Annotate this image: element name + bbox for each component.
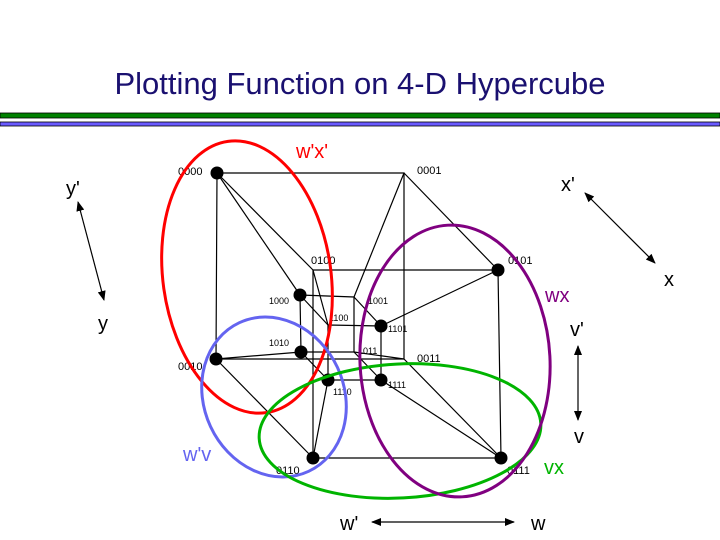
title-rule-purple: [0, 121, 720, 127]
label-1011: 1011: [358, 346, 377, 356]
dot-0010: [209, 352, 223, 366]
dot-0101: [491, 263, 505, 277]
dot-1000: [293, 288, 307, 302]
dot-1010: [294, 345, 308, 359]
label-1010: 1010: [269, 338, 289, 348]
dot-0110: [306, 451, 320, 465]
label-1110: 1110: [333, 387, 352, 397]
dot-1111: [374, 373, 388, 387]
group-label-red: w'x': [295, 141, 328, 163]
groupings: [160, 139, 552, 500]
minterm-dots: [209, 166, 508, 465]
label-1101: 1101: [388, 324, 407, 334]
group-ellipse-blue: [200, 315, 348, 479]
x-axis-arrow: [584, 192, 656, 264]
label-1100: 1100: [329, 313, 348, 323]
label-0100: 0100: [311, 255, 335, 267]
label-1001: 1001: [368, 296, 388, 306]
label-0001: 0001: [417, 165, 441, 177]
group-label-blue: w'v: [182, 444, 211, 466]
dot-0000: [210, 166, 224, 180]
label-0011: 0011: [417, 353, 441, 365]
group-label-green: vx: [544, 457, 564, 479]
group-ellipse-red: [160, 139, 334, 415]
group-label-purple: wx: [544, 285, 569, 307]
axis-label-v: v: [574, 426, 584, 448]
axis-label-x-prime: x': [561, 174, 575, 196]
title-rule-green: [0, 112, 720, 119]
label-1000: 1000: [269, 296, 289, 306]
slide-title: Plotting Function on 4-D Hypercube: [114, 66, 605, 101]
dot-1101: [374, 319, 388, 333]
group-ellipse-purple: [358, 223, 552, 499]
label-1111: 1111: [388, 380, 406, 390]
axis-label-w-prime: w': [339, 513, 358, 535]
axis-label-v-prime: v': [570, 319, 584, 341]
axis-label-y: y: [98, 313, 108, 335]
y-axis-arrow: [76, 201, 106, 301]
axis-arrows: [76, 192, 656, 526]
axis-label-w: w: [530, 513, 546, 535]
label-0000: 0000: [178, 166, 202, 178]
hypercube-edges: [215, 172, 502, 459]
axis-label-x: x: [664, 269, 674, 291]
axis-label-y-prime: y': [66, 178, 80, 200]
dot-0111: [494, 451, 508, 465]
